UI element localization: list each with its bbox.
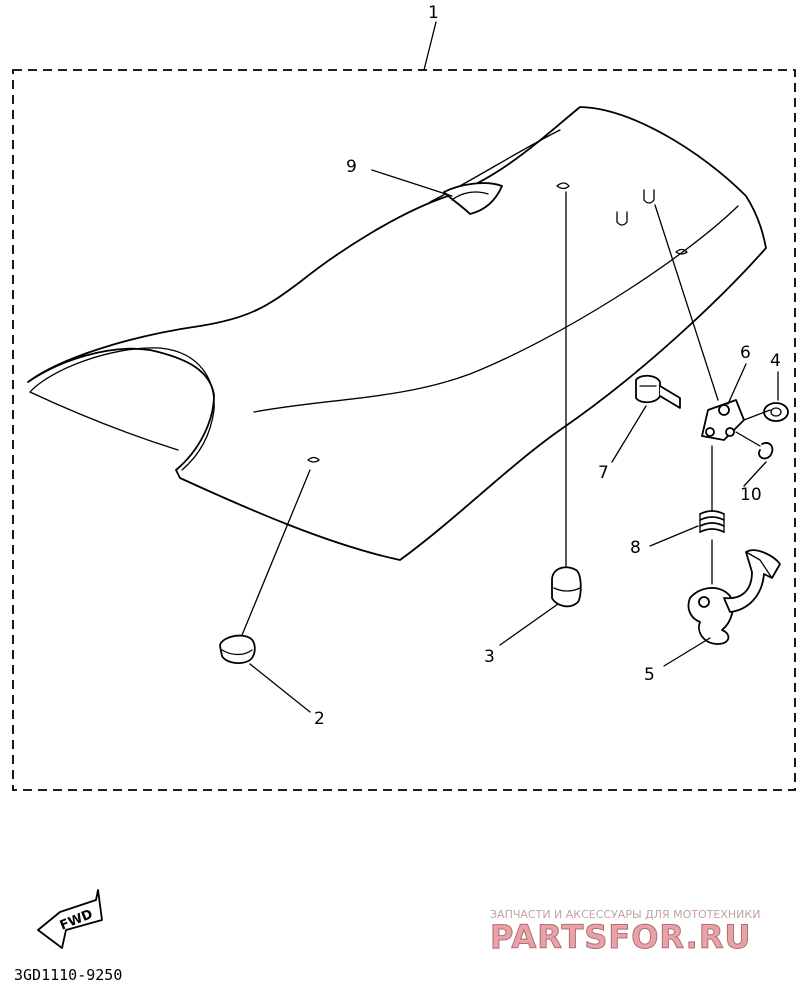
seat-rear-lip — [29, 347, 215, 471]
part-8-spring — [699, 510, 725, 533]
callout-6: 6 — [740, 343, 751, 363]
assembly-frame — [12, 69, 796, 791]
seat-crease-line — [253, 205, 739, 413]
seat-hook-a — [616, 211, 628, 226]
figure-code: 3GD1110-9250 — [14, 966, 122, 984]
callout-9: 9 — [346, 157, 357, 177]
bracket-bolt — [725, 427, 735, 437]
pin-shaft — [659, 385, 681, 409]
seat-underside-edge — [29, 391, 179, 451]
callout-2: 2 — [314, 709, 325, 729]
grommet-outer — [763, 402, 789, 422]
damper-ring — [221, 649, 253, 656]
seat-top-ridge — [429, 129, 561, 203]
part-4-guide-line — [743, 409, 771, 421]
mount-mark-center — [556, 182, 570, 190]
damper-body — [551, 566, 582, 608]
part-4-grommet — [763, 402, 789, 422]
bracket-hole — [718, 404, 730, 416]
callout-9-leader — [371, 169, 453, 197]
part-10-clip — [758, 442, 774, 460]
callout-2-leader — [249, 663, 311, 713]
damper-ring — [553, 587, 581, 592]
spring-coils — [699, 510, 725, 533]
part-7-pin — [635, 374, 681, 409]
part-9-strap — [443, 182, 503, 215]
callout-3-leader — [499, 603, 559, 646]
seat-hook-b — [643, 189, 655, 204]
callout-3: 3 — [484, 647, 495, 667]
callout-5: 5 — [644, 665, 655, 685]
callout-1-leader — [423, 21, 437, 71]
part-10-guide-line — [735, 431, 761, 447]
lever-arm — [723, 549, 781, 613]
callout-4: 4 — [770, 351, 781, 371]
callout-10-leader — [743, 461, 767, 487]
callout-8-leader — [649, 525, 699, 547]
fwd-arrow: FWD — [37, 889, 103, 949]
callout-7-leader — [611, 405, 647, 463]
strap-fold — [451, 191, 489, 201]
bracket-bolt — [705, 427, 715, 437]
pin-head — [635, 374, 661, 404]
callout-5-leader — [663, 637, 711, 667]
part-5-lever — [687, 549, 781, 645]
callout-8: 8 — [630, 538, 641, 558]
seat — [27, 106, 767, 561]
watermark-brand: PARTSFOR.RU — [490, 918, 751, 956]
watermark-tagline: ЗАПЧАСТИ И АКСЕССУАРЫ ДЛЯ МОТОТЕХНИКИ — [490, 908, 760, 921]
part-2-guide-line — [239, 469, 311, 641]
callout-7: 7 — [598, 463, 609, 483]
mount-mark-rear — [675, 248, 688, 255]
grommet-inner — [770, 407, 782, 417]
mount-mark-front — [307, 456, 320, 463]
lever-arm-edge — [745, 551, 773, 579]
part-2-damper — [219, 634, 256, 664]
latch-guide-line — [654, 204, 719, 401]
lever-body — [687, 587, 734, 645]
callout-6-leader — [727, 363, 747, 405]
callout-10: 10 — [740, 485, 762, 505]
callout-1: 1 — [428, 3, 439, 23]
damper-body — [219, 634, 256, 664]
lever-pivot-hole — [698, 596, 710, 608]
part-3-damper — [551, 566, 582, 608]
fwd-arrow-shape — [37, 889, 103, 949]
seat-outline — [27, 106, 767, 561]
part-6-bracket — [701, 399, 745, 441]
strap-shape — [443, 182, 503, 215]
